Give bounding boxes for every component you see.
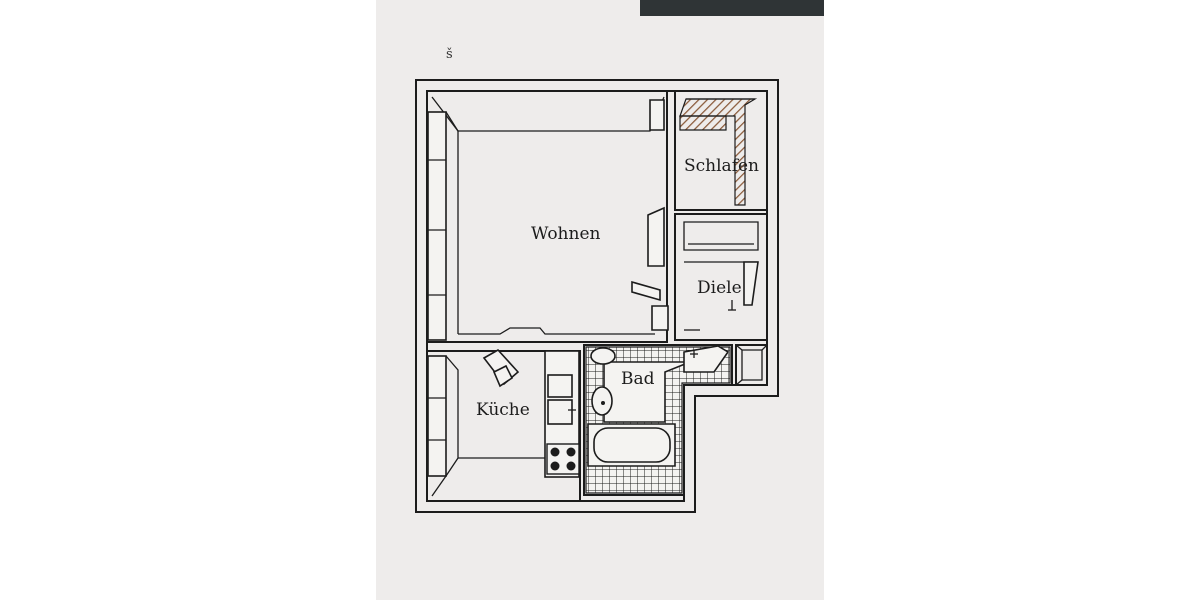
room-kueche: Küche bbox=[426, 348, 581, 502]
dark-edge-top bbox=[640, 0, 824, 16]
label-diele: Diele bbox=[697, 278, 742, 298]
label-kueche: Küche bbox=[476, 400, 530, 420]
room-diele: Diele bbox=[674, 213, 768, 341]
room-closet bbox=[735, 344, 768, 386]
label-schlafen: Schlafen bbox=[684, 156, 759, 176]
label-wohnen: Wohnen bbox=[531, 224, 601, 244]
room-wohnen: Wohnen bbox=[427, 90, 669, 343]
room-schlafen: Schlafen bbox=[674, 90, 768, 211]
label-bad: Bad bbox=[621, 369, 655, 389]
corner-mark: š bbox=[446, 47, 453, 62]
room-bad: Bad bbox=[583, 344, 733, 496]
